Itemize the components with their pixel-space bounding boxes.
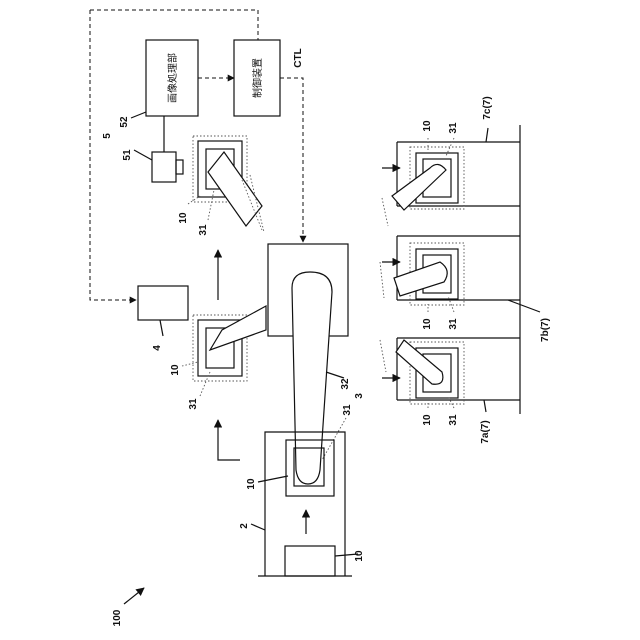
cup-ref-b: 31 — [448, 318, 459, 330]
workpiece-ref-upper: 10 — [178, 212, 189, 224]
cup-ref-a: 31 — [448, 414, 459, 426]
leader-31-b — [448, 296, 454, 312]
station-a-ref: 7a(7) — [480, 420, 491, 443]
leader-10-middle — [182, 362, 198, 366]
workpiece-ref-conveyor: 10 — [246, 478, 257, 490]
robot-ref: 3 — [354, 393, 365, 399]
system-ref-arrow — [124, 588, 144, 604]
leader-7a — [484, 400, 486, 412]
transfer-station-middle: 10 31 — [170, 306, 266, 410]
device-4-box — [138, 286, 188, 320]
camera-body — [152, 152, 176, 182]
workpiece-ref-c: 10 — [422, 120, 433, 132]
arm-shadow-a — [380, 340, 386, 372]
system-ref-label: 100 — [112, 609, 123, 626]
controller: 制御装置 CTL — [234, 40, 304, 116]
workpiece-ref-middle: 10 — [170, 364, 181, 376]
flow-arrows — [218, 250, 240, 460]
signal-line-to-robot — [280, 78, 303, 242]
camera-unit-ref: 5 — [102, 133, 113, 139]
stations: 7c(7) 7b(7) 7a(7) 10 31 10 31 10 31 — [380, 96, 551, 443]
workpiece-ref-a: 10 — [422, 414, 433, 426]
controller-label: 制御装置 — [251, 58, 264, 98]
arm-shadow-b — [380, 262, 384, 298]
cup-ref-robot: 31 — [342, 404, 353, 416]
leader-51 — [134, 150, 152, 160]
leader-31-upper — [208, 190, 214, 220]
controller-tag: CTL — [293, 48, 304, 67]
leader-2 — [251, 524, 265, 530]
device-4-ref: 4 — [152, 345, 163, 351]
device-4: 4 — [138, 286, 188, 351]
image-processing-label: 画像処理部 — [166, 53, 179, 103]
workpiece-ref-next: 10 — [354, 550, 365, 562]
arm-ghost-b — [394, 262, 447, 296]
system-ref: 100 — [112, 588, 144, 626]
arm-shadow-c — [382, 198, 388, 226]
station-b-ref: 7b(7) — [540, 318, 551, 342]
workpiece-ref-b: 10 — [422, 318, 433, 330]
robot-arm-ref: 32 — [340, 378, 351, 390]
station-c-ref: 7c(7) — [482, 96, 493, 119]
image-processing-ref: 52 — [119, 116, 130, 128]
arm-ghost-a — [396, 340, 443, 384]
signal-line-top — [90, 10, 258, 40]
leader-52 — [131, 112, 146, 118]
leader-7c — [486, 128, 488, 142]
camera-ref: 51 — [122, 149, 133, 161]
leader-32 — [326, 372, 344, 378]
leader-4 — [160, 320, 163, 336]
transfer-station-upper: 10 31 — [178, 136, 264, 236]
leader-7b — [508, 300, 540, 312]
leader-10-conveyor — [258, 476, 288, 482]
image-processing-unit: 画像処理部 — [146, 40, 198, 116]
camera-lens — [176, 160, 183, 174]
conveyor-ref: 2 — [239, 523, 250, 529]
next-workpiece — [285, 546, 335, 576]
flow-arrow-lower — [218, 420, 240, 460]
camera: 52 5 51 — [102, 112, 183, 182]
cup-ref-c: 31 — [448, 122, 459, 134]
cup-ref-upper: 31 — [198, 224, 209, 236]
cup-ref-middle: 31 — [188, 398, 199, 410]
